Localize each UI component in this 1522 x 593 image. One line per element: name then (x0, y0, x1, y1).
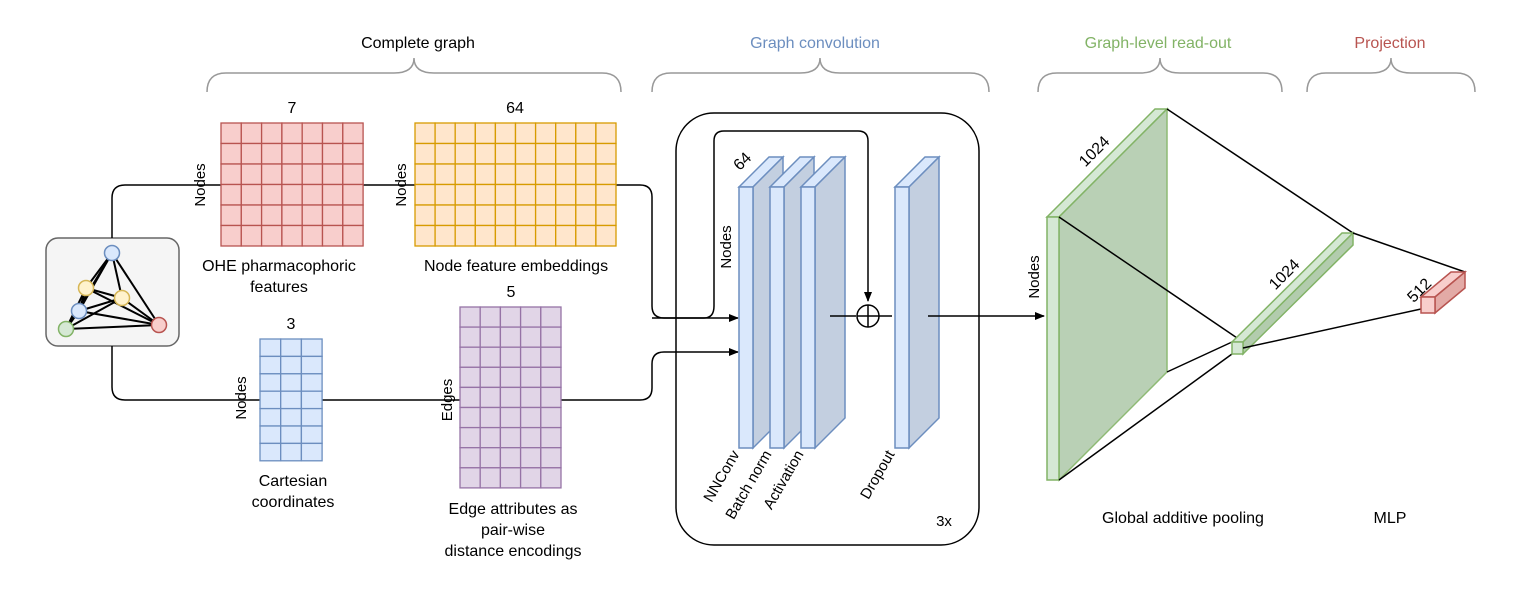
heading-graph-readout: Graph-level read-out (1085, 35, 1232, 52)
proj-line-2 (1242, 308, 1422, 349)
ohe-axis-label: Nodes (192, 163, 209, 206)
coords-dim-label: 3 (287, 316, 296, 333)
connector-edges-to-conv (561, 348, 739, 401)
coords-caption-line1: Cartesian (259, 473, 327, 490)
pooled-vector (1230, 231, 1355, 356)
edge-attributes-matrix (459, 306, 562, 489)
add-operator (856, 304, 880, 328)
projection-caption: MLP (1374, 510, 1407, 527)
conv-repeat-label: 3x (936, 513, 952, 530)
layer-label-dropout: Dropout (857, 447, 899, 502)
node-green (57, 320, 75, 338)
node-blue-mid (70, 302, 88, 320)
node-red (150, 316, 168, 334)
readout-big-slab (1045, 107, 1169, 482)
conv-block-frame (675, 112, 980, 546)
readout-caption: Global additive pooling (1102, 510, 1264, 527)
pool-line-3 (1166, 341, 1233, 373)
edges-caption-line2: pair-wise (481, 522, 545, 539)
projection-vector (1418, 270, 1468, 315)
emb-axis-label: Nodes (393, 163, 410, 206)
edges-caption-line3: distance encodings (445, 543, 582, 560)
connector-graph-to-ohe (111, 184, 221, 238)
heading-projection: Projection (1354, 35, 1425, 52)
brace-complete-graph (206, 57, 622, 93)
node-embedding-matrix (414, 122, 617, 247)
conv-dim-label: 64 (731, 149, 756, 174)
brace-projection (1306, 57, 1476, 93)
emb-caption: Node feature embeddings (424, 258, 608, 275)
connector-graph-to-coords (111, 346, 260, 401)
molecule-graph (45, 237, 180, 347)
node-blue-top (103, 244, 121, 262)
node-yellow-right (113, 289, 131, 307)
ohe-caption-line2: features (250, 279, 308, 296)
ohe-caption-line1: OHE pharmacophoric (202, 258, 356, 275)
conv-axis-label: Nodes (718, 225, 735, 268)
brace-graph-convolution (651, 57, 990, 93)
ohe-matrix (220, 122, 364, 247)
edges-caption-line1: Edge attributes as (449, 501, 578, 518)
heading-graph-convolution: Graph convolution (750, 35, 880, 52)
dropout-slab (893, 155, 941, 450)
activation-slab (799, 155, 847, 450)
edges-axis-label: Edges (439, 379, 456, 422)
brace-readout (1037, 57, 1283, 93)
skip-connection (652, 130, 872, 319)
coords-caption-line2: coordinates (252, 494, 335, 511)
proj-line-1 (1352, 232, 1466, 273)
emb-dim-label: 64 (506, 100, 524, 117)
ohe-dim-label: 7 (288, 100, 297, 117)
coordinates-matrix (259, 338, 323, 462)
edges-dim-label: 5 (507, 284, 516, 301)
pool-line-2 (1058, 216, 1244, 343)
pool-line-4 (1058, 353, 1233, 481)
coords-axis-label: Nodes (233, 376, 250, 419)
node-yellow-left (77, 279, 95, 297)
readout-axis-label: Nodes (1026, 255, 1043, 298)
heading-complete-graph: Complete graph (361, 35, 475, 52)
pool-line-1 (1166, 108, 1354, 234)
